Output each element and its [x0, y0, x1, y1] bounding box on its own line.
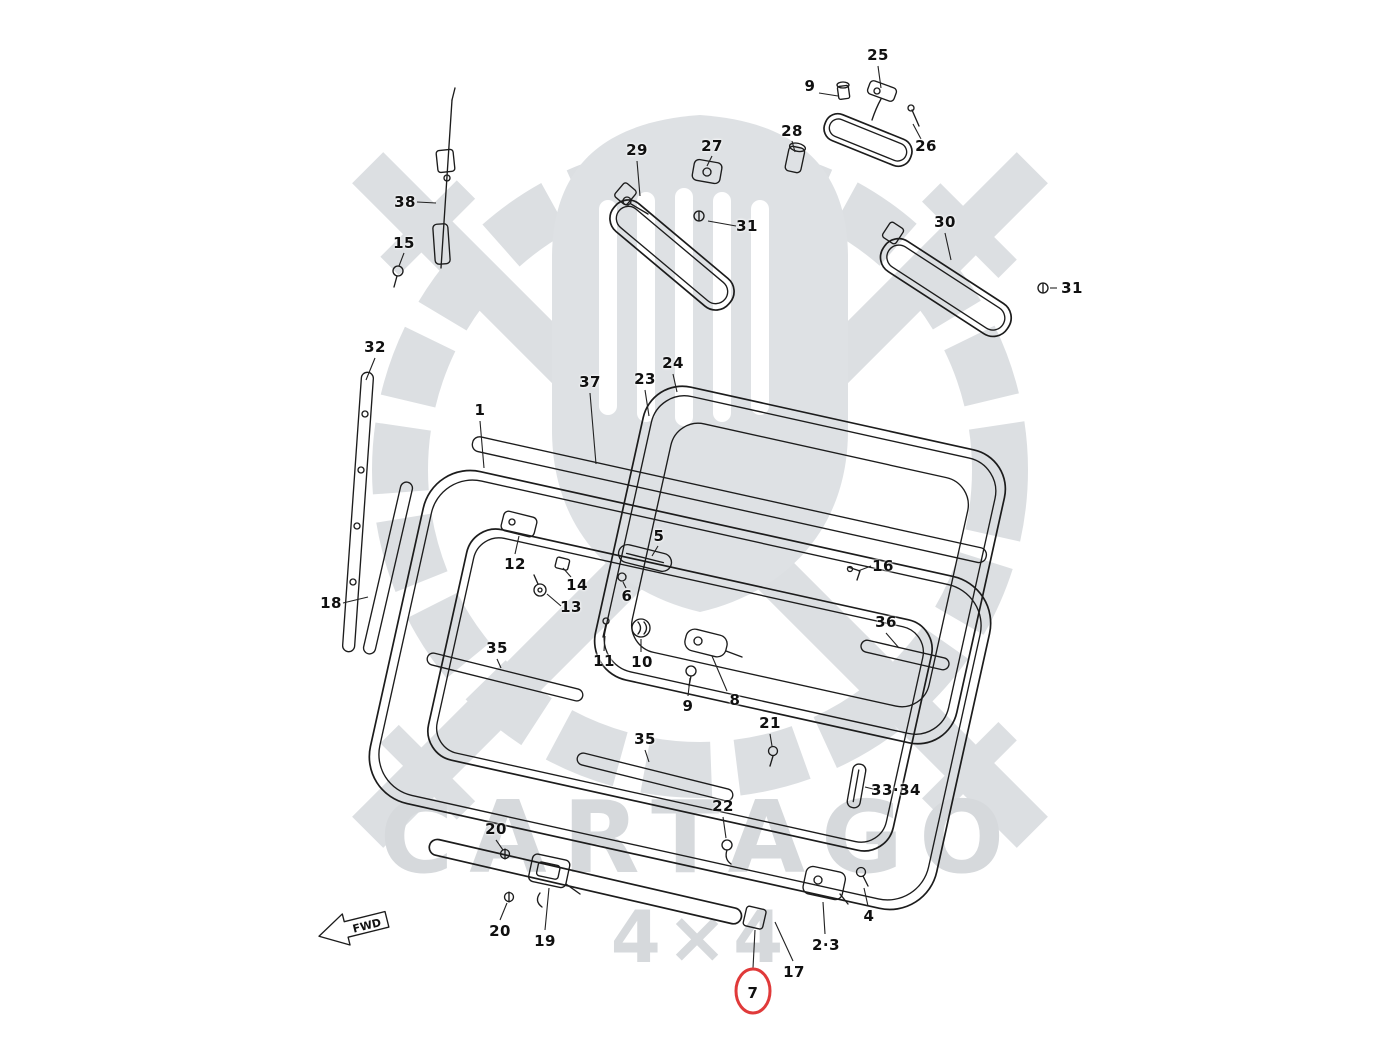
mirror-bracket-hole — [873, 87, 881, 95]
leader-lines — [342, 65, 1057, 969]
sun-visor-left-29 — [609, 182, 735, 311]
mirror-stem — [871, 98, 882, 121]
part-label-29: 29 — [626, 141, 648, 159]
washer-13 — [533, 574, 547, 597]
part-label-31a: 31 — [736, 217, 758, 235]
glass-seal-frame — [593, 385, 1007, 745]
part-label-4: 4 — [863, 907, 875, 925]
bushing-28 — [784, 142, 807, 174]
screw-6 — [617, 572, 627, 582]
part-label-10: 10 — [631, 653, 653, 671]
part-label-28: 28 — [781, 122, 803, 140]
plate-12 — [500, 510, 538, 538]
part-label-12: 12 — [504, 555, 526, 573]
part-label-33-34: 33·34 — [871, 781, 921, 799]
part-label-21: 21 — [759, 714, 781, 732]
part-label-30: 30 — [934, 213, 956, 231]
screw-31-right — [1037, 282, 1049, 294]
screw-15 — [392, 265, 404, 288]
part-label-2-3: 2·3 — [811, 936, 841, 954]
part-label-35a: 35 — [486, 639, 508, 657]
screw-31-left — [693, 210, 705, 222]
mirror-bracket-25 — [866, 80, 898, 102]
part-label-11: 11 — [593, 652, 615, 670]
part-label-26: 26 — [915, 137, 937, 155]
part-label-27: 27 — [701, 137, 723, 155]
part-label-23: 23 — [634, 370, 656, 388]
screw-20-lower — [503, 891, 515, 903]
part-label-9a: 9 — [804, 77, 816, 95]
side-strip-32 — [341, 371, 375, 653]
moulding-strip-35-upper — [426, 652, 584, 702]
part-label-37: 37 — [579, 373, 601, 391]
grommet-10 — [631, 618, 651, 638]
side-strip-32-holes — [349, 410, 369, 586]
visor-hook-hole — [702, 167, 712, 177]
part-label-17: 17 — [783, 963, 805, 981]
part-label-14: 14 — [566, 576, 588, 594]
screw-20-upper — [499, 848, 511, 860]
part-label-9b: 9 — [682, 697, 694, 715]
part-label-36: 36 — [875, 613, 897, 631]
part-label-1: 1 — [474, 401, 486, 419]
top-seal-strip-37 — [471, 436, 988, 564]
plate-12-hole — [508, 518, 516, 526]
grommet-9-top — [836, 81, 851, 101]
part-label-19: 19 — [534, 932, 556, 950]
strip-33-34 — [846, 763, 867, 809]
catch-8 — [684, 628, 743, 658]
watermark-emblem — [352, 115, 1048, 848]
rearview-mirror — [823, 112, 913, 168]
part-label-20a: 20 — [485, 820, 507, 838]
part-label-16: 16 — [872, 557, 894, 575]
clip-16 — [846, 565, 861, 581]
hinge-19 — [527, 853, 581, 908]
part-label-35b: 35 — [634, 730, 656, 748]
screw-4 — [855, 866, 869, 887]
part-label-6: 6 — [621, 587, 633, 605]
screw-21 — [767, 745, 779, 767]
antenna-rod-38 — [432, 87, 456, 269]
handle-5 — [617, 543, 673, 573]
clip-14 — [554, 556, 571, 571]
end-cap-7 — [742, 905, 767, 930]
part-label-20b: 20 — [489, 922, 511, 940]
bracket-2-3 — [802, 865, 849, 905]
bottom-molding-17 — [428, 838, 767, 930]
pillar-strip-18 — [362, 481, 414, 655]
seal-strip-36 — [860, 639, 950, 671]
part-label-5: 5 — [653, 527, 665, 545]
part-label-13: 13 — [560, 598, 582, 616]
part-label-24: 24 — [662, 354, 684, 372]
windshield-frame — [368, 436, 992, 911]
part-label-22: 22 — [712, 797, 734, 815]
highlight-circle-part-7 — [734, 967, 772, 1015]
part-label-7: 7 — [747, 984, 759, 1002]
hook-22 — [721, 839, 733, 865]
visor-pivot-left — [622, 196, 649, 215]
fwd-arrow: FWD — [318, 910, 390, 946]
sun-visor-right-30 — [879, 221, 1013, 338]
part-label-25: 25 — [867, 46, 889, 64]
part-label-38: 38 — [394, 193, 416, 211]
part-label-8: 8 — [729, 691, 741, 709]
part-label-32: 32 — [364, 338, 386, 356]
part-label-15: 15 — [393, 234, 415, 252]
part-label-31b: 31 — [1061, 279, 1083, 297]
moulding-strip-35-lower — [576, 752, 734, 802]
part-label-18: 18 — [320, 594, 342, 612]
screw-26 — [907, 104, 920, 127]
pin-11 — [602, 617, 610, 638]
